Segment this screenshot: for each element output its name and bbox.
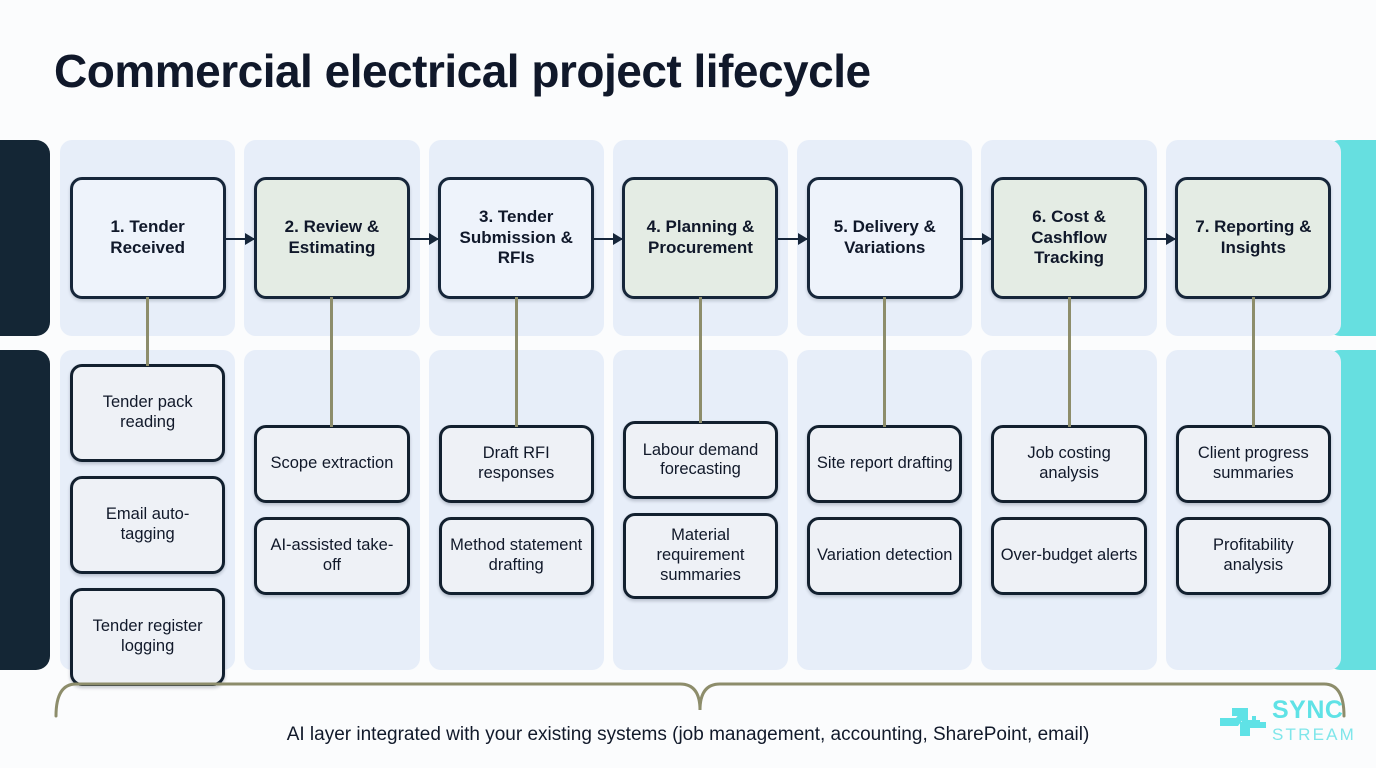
capability-card[interactable]: Material requirement summaries <box>622 513 779 599</box>
stage-arrow-3 <box>594 233 624 245</box>
stage-card-5[interactable]: 5. Delivery & Variations <box>806 177 963 299</box>
syncstream-logo-icon <box>1220 708 1266 736</box>
capability-card[interactable]: Draft RFI responses <box>438 425 594 503</box>
stage-card-3[interactable]: 3. Tender Submission & RFIs <box>438 177 595 299</box>
stage-connector-stem <box>1251 297 1255 427</box>
capability-card[interactable]: Tender pack reading <box>70 364 226 462</box>
stage-connector-stem <box>1067 297 1071 427</box>
stage-connector-stem <box>883 297 887 427</box>
stage-card-7[interactable]: 7. Reporting & Insights <box>1175 177 1332 299</box>
capability-card[interactable]: Scope extraction <box>254 425 410 503</box>
stage-panel-1: 1. Tender Received <box>60 140 236 336</box>
capability-card[interactable]: Client progress summaries <box>1175 425 1331 503</box>
stage-arrow-2 <box>409 233 440 245</box>
capability-card[interactable]: Labour demand forecasting <box>622 421 779 500</box>
stage-arrow-4 <box>778 233 809 245</box>
capability-card[interactable]: Tender register logging <box>70 588 226 686</box>
stage-arrow-6 <box>1147 233 1177 245</box>
stage-panel-5: 5. Delivery & Variations <box>797 140 973 336</box>
capability-card[interactable]: Over-budget alerts <box>991 517 1147 595</box>
capability-card[interactable]: Variation detection <box>807 517 963 595</box>
capability-card[interactable]: AI-assisted take-off <box>254 517 410 595</box>
stage-arrow-5 <box>962 233 993 245</box>
brand-logo: SYNC STREAM <box>1218 698 1366 750</box>
stage-card-1[interactable]: 1. Tender Received <box>69 177 226 299</box>
capability-card[interactable]: Method statement drafting <box>438 517 594 595</box>
capability-card[interactable]: Site report drafting <box>807 425 963 503</box>
stage-connector-stem <box>514 297 518 427</box>
logo-line-2: STREAM <box>1272 725 1357 744</box>
left-accent-bar-bottom <box>0 350 50 670</box>
capability-card[interactable]: Job costing analysis <box>991 425 1147 503</box>
grouping-brace-icon <box>54 682 1346 718</box>
stage-panel-7: 7. Reporting & Insights <box>1165 140 1341 336</box>
stage-card-4[interactable]: 4. Planning & Procurement <box>622 177 779 299</box>
capability-card[interactable]: Profitability analysis <box>1175 517 1331 595</box>
footer-caption: AI layer integrated with your existing s… <box>286 724 1090 745</box>
page-title: Commercial electrical project lifecycle <box>54 45 871 97</box>
stage-panel-6: 6. Cost & Cashflow Tracking <box>981 140 1157 336</box>
stage-connector-stem <box>698 297 702 424</box>
stage-connector-stem <box>146 297 150 366</box>
logo-line-1: SYNC <box>1272 696 1344 724</box>
stage-arrow-1 <box>225 233 256 245</box>
stage-connector-stem <box>330 297 334 427</box>
stage-panel-4: 4. Planning & Procurement <box>612 140 789 336</box>
logo-wordmark: SYNC STREAM <box>1272 696 1357 744</box>
left-accent-bar-top <box>0 140 50 336</box>
stage-card-2[interactable]: 2. Review & Estimating <box>253 177 410 299</box>
capability-card[interactable]: Email auto-tagging <box>70 476 226 574</box>
stage-card-6[interactable]: 6. Cost & Cashflow Tracking <box>991 177 1148 299</box>
